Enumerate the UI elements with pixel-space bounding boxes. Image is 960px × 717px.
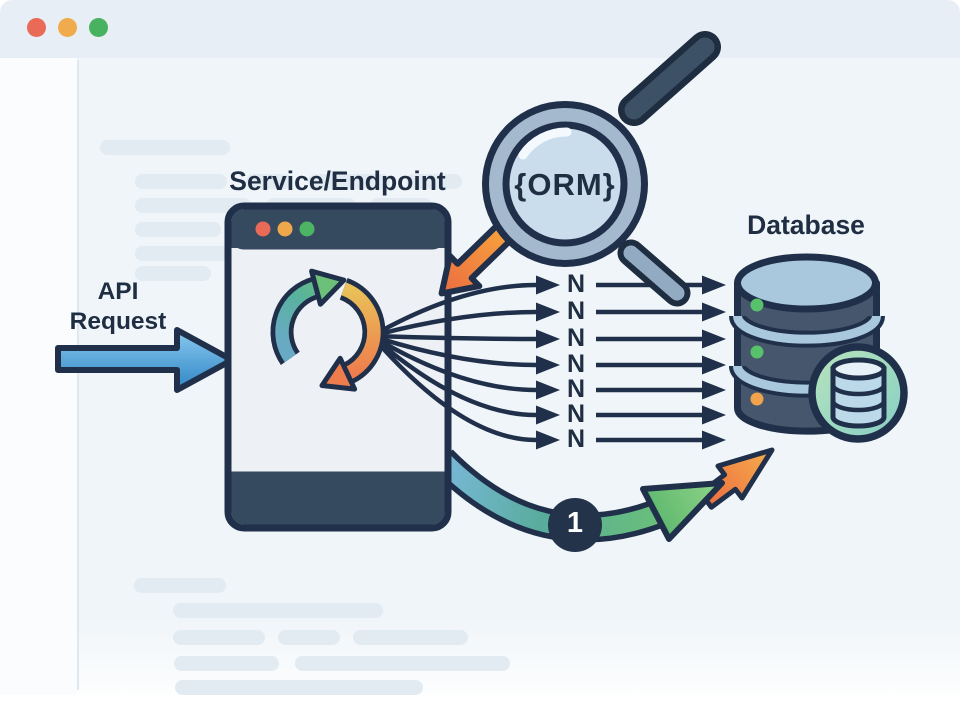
minimize-window-button[interactable] [58, 18, 77, 37]
skeleton-line [406, 174, 462, 189]
skeleton-line [308, 174, 390, 189]
skeleton-line [240, 222, 360, 237]
zoom-window-button[interactable] [89, 18, 108, 37]
skeleton-line [266, 198, 356, 213]
skeleton-line [174, 656, 279, 671]
skeleton-line [135, 198, 251, 213]
skeleton-line [100, 140, 230, 155]
orm-label: {ORM} [514, 167, 616, 202]
gutter-divider [77, 60, 79, 690]
n-query-label: N [566, 297, 586, 325]
n-query-label: N [566, 270, 586, 298]
code-gutter [0, 58, 77, 695]
n-query-label: N [566, 375, 586, 403]
skeleton-line [246, 174, 292, 189]
skeleton-line [135, 222, 221, 237]
service-endpoint-label: Service/Endpoint [229, 166, 446, 196]
single-query-count-label: 1 [566, 507, 584, 539]
skeleton-line [353, 630, 468, 645]
n-query-label: N [566, 350, 586, 378]
skeleton-line [135, 266, 211, 281]
skeleton-line [134, 578, 226, 593]
skeleton-line [278, 630, 340, 645]
n-query-label: N [566, 425, 586, 453]
n-query-label: N [566, 324, 586, 352]
database-label: Database [747, 210, 865, 240]
skeleton-line [135, 246, 235, 261]
close-window-button[interactable] [27, 18, 46, 37]
skeleton-line [370, 198, 432, 213]
skeleton-line [135, 174, 227, 189]
skeleton-line [295, 656, 510, 671]
window-bottom-edge [0, 695, 960, 717]
skeleton-line [175, 680, 423, 695]
n-query-label: N [566, 400, 586, 428]
skeleton-line [173, 603, 383, 618]
skeleton-line [173, 630, 265, 645]
window-titlebar [0, 0, 960, 59]
api-request-label: API Request [69, 278, 167, 335]
diagram-canvas [0, 58, 960, 717]
